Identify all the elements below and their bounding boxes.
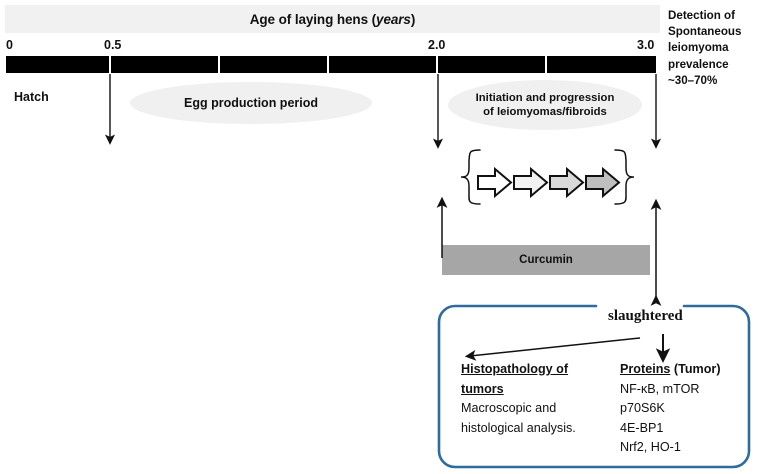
right-brace — [614, 149, 635, 205]
axis-tick-label-3-0: 3.0 — [637, 38, 655, 52]
histopathology-column: Histopathology of tumors Macroscopic and… — [461, 360, 613, 438]
axis-tick-label-2-0: 2.0 — [428, 38, 446, 52]
egg-production-label: Egg production period — [183, 96, 318, 110]
histopathology-body-line-2: histological analysis. — [461, 420, 576, 435]
detection-note-line-4: prevalence — [668, 57, 729, 71]
axis-tick-label-0-5: 0.5 — [104, 38, 122, 52]
leiomyoma-line-1: Initiation and progression — [475, 91, 615, 104]
page-title-tail: ) — [410, 11, 416, 27]
protein-item: NF-κB, mTOR — [620, 381, 700, 396]
timeline-title-band: Age of laying hens (years) — [5, 5, 660, 33]
leiomyoma-progression-label: Initiation and progression of leiomyomas… — [476, 91, 615, 120]
protein-item: p70S6K — [620, 401, 665, 415]
protein-item: 4E-BP1 — [620, 420, 664, 435]
progression-arrow-1 — [477, 166, 513, 199]
protein-item: Nrf2, HO-1 — [620, 440, 681, 454]
hatch-label: Hatch — [14, 90, 49, 104]
page-title-text: Age of laying hens ( — [249, 11, 377, 27]
slaughtered-label: slaughtered — [604, 308, 687, 325]
proteins-heading: Proteins (Tumor) — [620, 360, 752, 380]
axis-tick-label-0: 0 — [6, 38, 13, 52]
detection-note-line-3: leiomyoma — [668, 41, 729, 55]
detection-note: Detection of Spontaneous leiomyoma preva… — [668, 8, 760, 89]
detection-note-line-5: ~30–70% — [668, 73, 718, 87]
histopathology-heading-line-2: tumors — [461, 381, 504, 396]
histopathology-heading-line-1: Histopathology of — [461, 362, 569, 376]
timeline-separator-5 — [545, 56, 547, 73]
progression-arrow-2 — [513, 166, 549, 199]
proteins-heading-underlined: Proteins — [620, 362, 671, 376]
detection-note-line-2: Spontaneous — [668, 25, 742, 39]
slaughtered-to-histopathology-arrow — [464, 337, 641, 361]
curcumin-label: Curcumin — [519, 254, 573, 266]
proteins-column: Proteins (Tumor) NF-κB, mTOR p70S6K 4E-B… — [620, 360, 752, 458]
leiomyoma-progression-ellipse: Initiation and progression of leiomyomas… — [448, 80, 642, 130]
proteins-heading-plain: (Tumor) — [670, 362, 721, 376]
egg-production-ellipse: Egg production period — [130, 82, 372, 124]
leiomyoma-line-2: of leiomyomas/fibroids — [483, 106, 607, 118]
timeline-separator-1 — [109, 56, 111, 73]
curcumin-treatment-bar: Curcumin — [442, 245, 650, 275]
timeline-separator-2 — [218, 56, 220, 73]
page-title: Age of laying hens (years) — [249, 11, 416, 27]
left-brace — [460, 149, 481, 205]
progression-arrow-3 — [549, 166, 585, 199]
progression-arrow-4 — [585, 166, 621, 199]
timeline-separator-3 — [327, 56, 329, 73]
detection-note-line-1: Detection of — [668, 9, 735, 22]
histopathology-body-line-1: Macroscopic and — [461, 401, 557, 415]
page-title-italic: years — [376, 11, 411, 27]
timeline-separator-4 — [436, 56, 438, 73]
timeline-bar — [6, 56, 656, 73]
